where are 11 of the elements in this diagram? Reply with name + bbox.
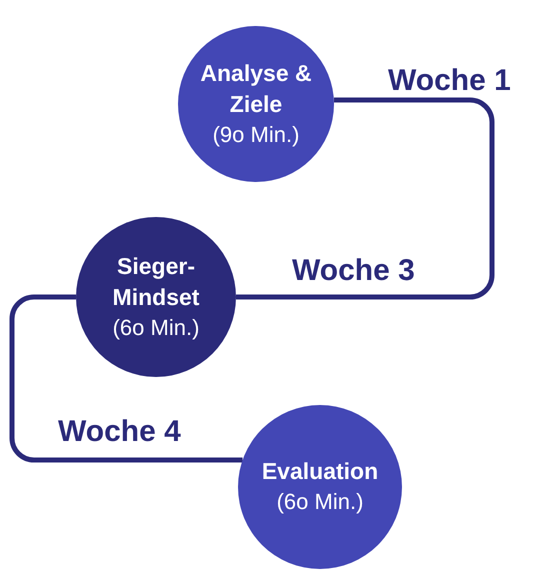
week-label: Woche 1 xyxy=(388,66,511,96)
week-label: Woche 4 xyxy=(58,417,181,447)
step-title: Evaluation xyxy=(262,457,378,486)
duration-text: (6o Min.) xyxy=(276,488,364,516)
duration-text: (6o Min.) xyxy=(112,314,200,342)
connector-line xyxy=(236,98,494,300)
step-title: Analyse & Ziele xyxy=(199,58,313,119)
connector-line xyxy=(10,294,243,462)
duration-text: (9o Min.) xyxy=(212,120,300,149)
week-label: Woche 3 xyxy=(292,256,415,286)
step-title: Sieger-Mindset xyxy=(112,252,200,312)
